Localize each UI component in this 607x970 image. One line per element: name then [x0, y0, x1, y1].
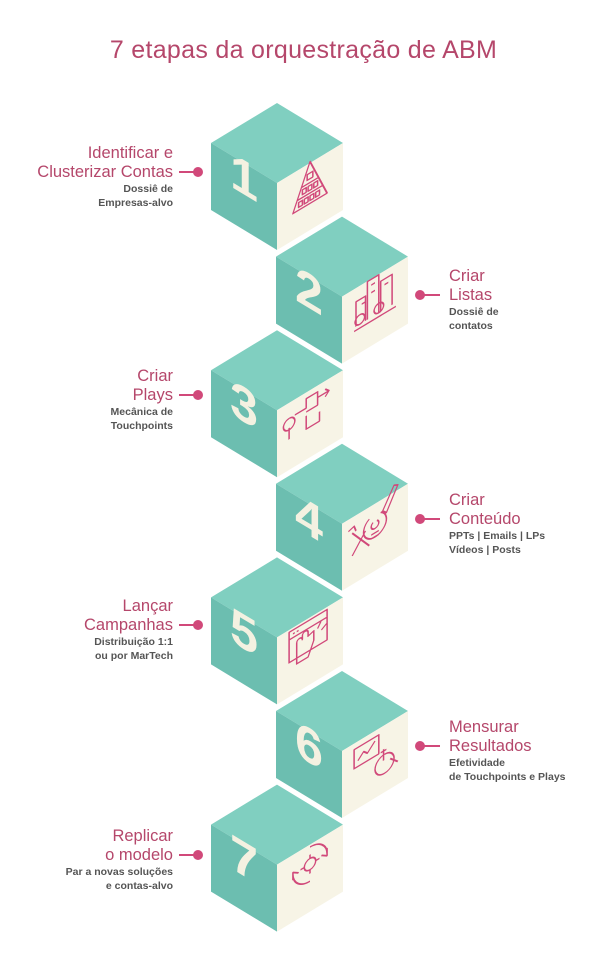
gear-cycle-icon: [292, 843, 328, 885]
step-title: Lançar: [122, 597, 173, 615]
step-cube-3: 3: [211, 330, 343, 478]
connector-dot: [193, 167, 203, 177]
step-description: Mecânica de: [110, 406, 173, 418]
connector-dot: [193, 850, 203, 860]
step-description: e contas-alvo: [105, 880, 173, 892]
step-title: Criar: [137, 367, 173, 385]
cube-left-face: [276, 483, 342, 591]
step-title: Replicar: [112, 827, 173, 845]
connector-line: [422, 294, 440, 296]
cube-left-face: [211, 824, 277, 932]
lightbulb-tools-icon: [348, 484, 399, 557]
connector-dot: [415, 514, 425, 524]
cube-left-face: [276, 711, 342, 818]
step-description: ou por MarTech: [95, 650, 173, 662]
step-title: Conteúdo: [449, 510, 521, 528]
step-title: Criar: [449, 267, 485, 285]
connector-line: [422, 745, 440, 747]
cube-left-face: [211, 370, 277, 478]
connector-line: [179, 624, 197, 626]
step-description: Efetividade: [449, 757, 506, 769]
step-description: Par a novas soluções: [65, 866, 173, 878]
step-description: de Touchpoints e Plays: [449, 771, 566, 783]
cube-left-face: [211, 597, 277, 705]
connector-line: [179, 854, 197, 856]
connector-line: [179, 394, 197, 396]
connector-dot: [415, 741, 425, 751]
step-title: Campanhas: [84, 616, 173, 634]
connector-dot: [415, 290, 425, 300]
page-title: 7 etapas da orquestração de ABM: [109, 36, 498, 64]
connector-line: [422, 518, 440, 520]
cube-right-face: [277, 370, 343, 478]
cube-right-face: [342, 711, 408, 818]
cube-left-face: [211, 143, 277, 250]
connector-line: [179, 171, 197, 173]
step-cube-4: 4: [276, 443, 408, 591]
chart-money-search-icon: [353, 734, 399, 776]
cube-left-face: [276, 256, 342, 364]
step-title: Mensurar: [449, 718, 519, 736]
step-cube-6: 6: [276, 671, 408, 818]
step-title: Listas: [449, 286, 493, 304]
step-description: Distribuição 1:1: [94, 636, 173, 648]
step-title: Identificar e: [87, 144, 173, 162]
step-title: Resultados: [449, 737, 532, 755]
step-cube-1: 1: [211, 103, 343, 250]
step-description: contatos: [449, 320, 493, 332]
step-title: Criar: [449, 491, 485, 509]
step-description: Dossiê de: [123, 183, 173, 195]
step-description: Touchpoints: [110, 420, 173, 432]
step-cube-7: 7: [211, 784, 343, 932]
step-cube-5: 5: [211, 557, 343, 705]
step-title: o modelo: [105, 846, 173, 864]
step-description: Vídeos | Posts: [449, 544, 521, 556]
step-description: Empresas-alvo: [98, 197, 173, 209]
buildings-people-icon: [354, 273, 396, 333]
connector-dot: [193, 620, 203, 630]
connector-dot: [193, 390, 203, 400]
step-title: Plays: [132, 386, 173, 404]
step-description: PPTs | Emails | LPs: [449, 530, 546, 542]
pyramid-icon: [292, 160, 328, 215]
step-cube-2: 2: [276, 216, 408, 364]
flowchart-icon: [282, 388, 330, 440]
browser-hand-icon: [288, 608, 328, 665]
step-title: Clusterizar Contas: [37, 163, 173, 181]
step-description: Dossiê de: [449, 306, 499, 318]
